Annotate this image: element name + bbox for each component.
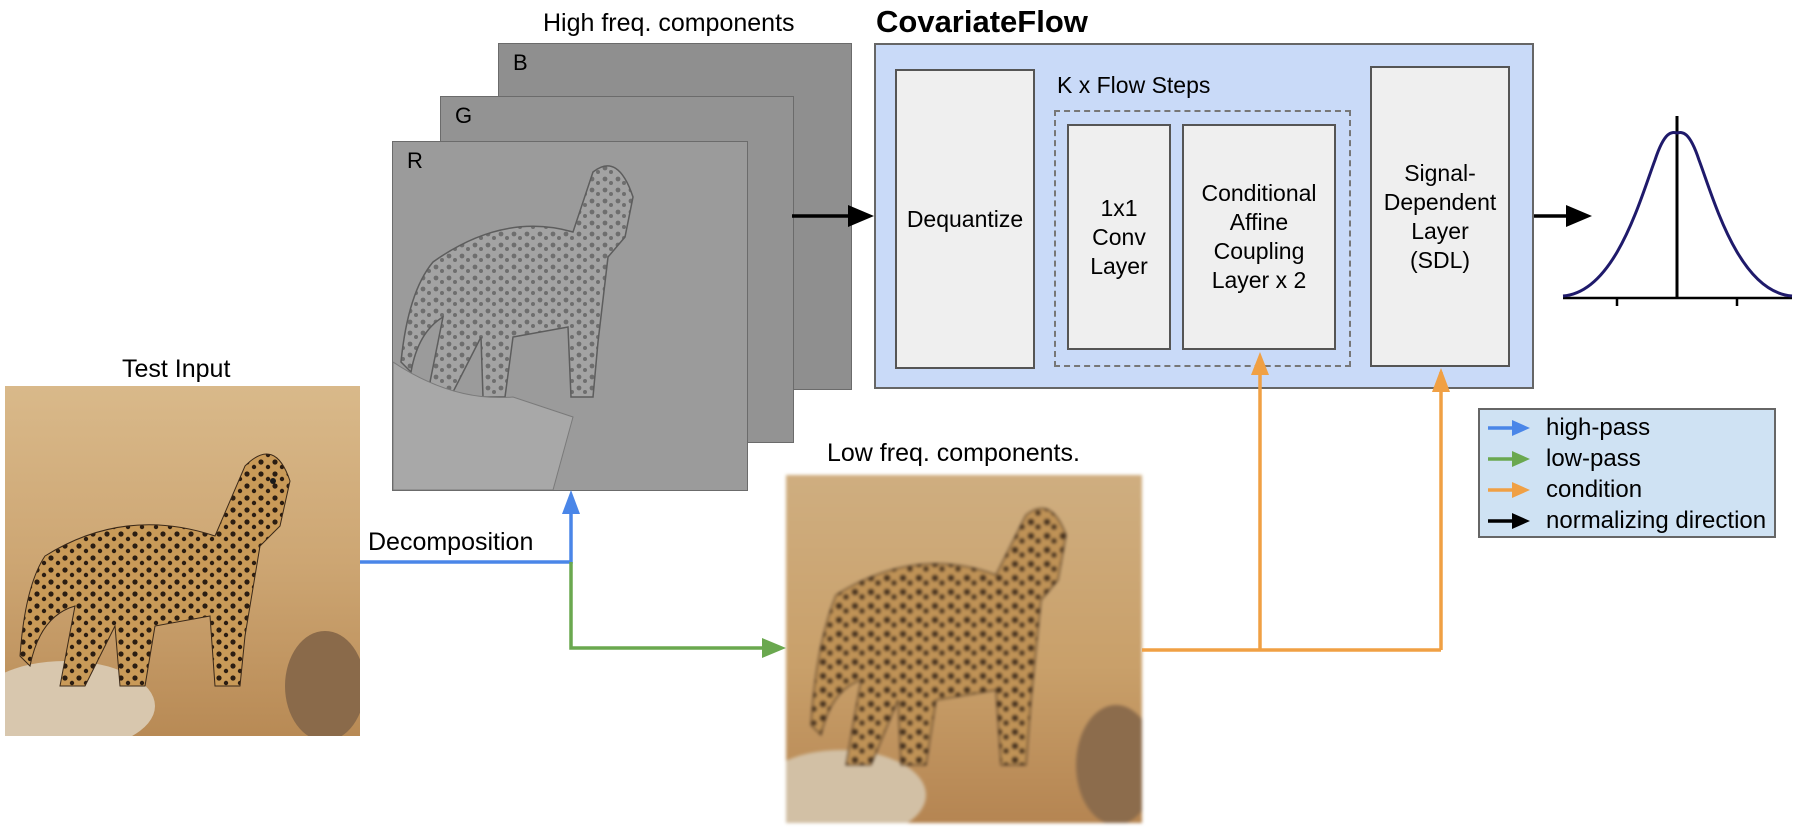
legend-item-normalizing: normalizing direction: [1488, 506, 1766, 536]
channel-g-letter: G: [455, 103, 473, 128]
flow-steps-label: K x Flow Steps: [1057, 72, 1211, 98]
condition-arrowhead-sdl: [1432, 368, 1450, 392]
conv-label: 1x1 Conv Layer: [1090, 194, 1148, 279]
coupling-label: Conditional Affine Coupling Layer x 2: [1201, 180, 1317, 293]
high-pass-arrow: [360, 500, 573, 564]
low-pass-legend-arrow-icon: [1488, 451, 1530, 467]
legend-label-high-pass: high-pass: [1546, 414, 1651, 441]
legend-item-condition: condition: [1488, 475, 1642, 505]
normalizing-arrowhead-in: [848, 205, 874, 227]
test-input-image: [5, 386, 360, 736]
dequantize-block: Dequantize: [895, 69, 1035, 369]
legend-label-normalizing: normalizing direction: [1546, 507, 1767, 534]
flow-steps-group: [1054, 110, 1351, 367]
low-pass-arrow: [569, 562, 765, 650]
legend-label-low-pass: low-pass: [1546, 445, 1641, 472]
decomposition-label: Decomposition: [368, 528, 534, 556]
test-input-label: Test Input: [122, 355, 231, 383]
high-freq-label: High freq. components: [543, 9, 795, 37]
channel-b-letter: B: [513, 50, 528, 75]
legend-item-high-pass: high-pass: [1488, 413, 1650, 443]
sdl-label: Signal- Dependent Layer (SDL): [1383, 159, 1497, 273]
gaussian-distribution-icon: [1562, 116, 1793, 306]
condition-legend-arrow-icon: [1488, 482, 1530, 498]
sdl-block: Signal- Dependent Layer (SDL): [1370, 66, 1510, 367]
legend-label-condition: condition: [1546, 476, 1643, 503]
low-pass-arrowhead: [762, 638, 786, 658]
high-pass-legend-arrow-icon: [1488, 420, 1530, 436]
coupling-block: Conditional Affine Coupling Layer x 2: [1182, 124, 1336, 350]
dequantize-label: Dequantize: [906, 205, 1024, 232]
legend: high-pass low-pass condition normalizing…: [1478, 408, 1776, 538]
low-freq-label: Low freq. components.: [827, 439, 1080, 467]
normalizing-legend-arrow-icon: [1488, 513, 1530, 529]
condition-arrowhead-coupling: [1251, 352, 1269, 375]
condition-arrow: [1142, 372, 1443, 652]
normalizing-arrowhead-out: [1566, 205, 1592, 227]
channel-r-image: R: [392, 141, 748, 491]
conv-block: 1x1 Conv Layer: [1067, 124, 1171, 350]
legend-item-low-pass: low-pass: [1488, 444, 1641, 474]
covariateflow-title: CovariateFlow: [876, 4, 1088, 39]
high-pass-arrowhead: [562, 490, 580, 514]
low-freq-image: [786, 475, 1142, 823]
channel-r-letter: R: [407, 148, 423, 173]
